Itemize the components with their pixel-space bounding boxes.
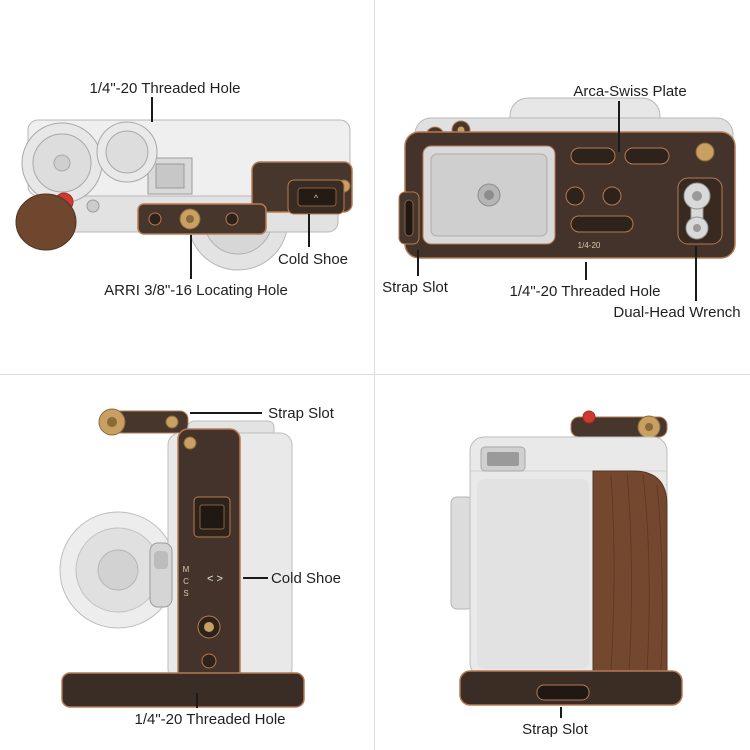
callout-cold-shoe: Cold Shoe [277, 251, 349, 268]
callout-arri-locating-hole: ARRI 3/8"-16 Locating Hole [104, 282, 288, 299]
leader-line [560, 707, 562, 718]
focus-mode-m-marking: M [183, 565, 190, 574]
callout-threaded-hole: 1/4"-20 Threaded Hole [89, 80, 241, 97]
leader-line [243, 577, 268, 579]
side-view-panel: M C S < > Strap Slot Cold Shoe 1/4"-20 T… [0, 375, 375, 750]
callout-strap-slot: Strap Slot [382, 279, 448, 296]
leader-line [196, 693, 198, 708]
top-view-panel: ^ 1/4"-20 Threaded Hole Cold Shoe [0, 0, 375, 375]
leader-line [190, 412, 262, 414]
back-view-panel: Strap Slot [375, 375, 750, 750]
camera-bottom-view-image: 1/4-20 [398, 97, 736, 259]
bottom-view-panel: 1/4-20 Arca-Swiss Plate Strap Slot 1/4"-… [375, 0, 750, 375]
leader-line [417, 250, 419, 276]
callout-threaded-hole: 1/4"-20 Threaded Hole [509, 283, 661, 300]
leader-line [308, 214, 310, 247]
focus-mode-s-marking: S [183, 589, 188, 598]
quadrant-divider-vertical [374, 0, 375, 750]
leader-line [618, 101, 620, 152]
cage-chevron-marking: ^ [314, 193, 319, 203]
leader-line [151, 97, 153, 122]
camera-top-view-image: ^ [15, 119, 353, 271]
camera-back-view-image [450, 410, 683, 706]
quadrant-divider-horizontal [0, 374, 750, 375]
callout-arca-swiss-plate: Arca-Swiss Plate [573, 83, 687, 100]
callout-threaded-hole: 1/4"-20 Threaded Hole [134, 711, 286, 728]
arrow-markings: < > [207, 573, 223, 585]
callout-dual-head-wrench: Dual-Head Wrench [613, 304, 741, 321]
callout-strap-slot: Strap Slot [268, 405, 334, 422]
leader-line [695, 246, 697, 301]
callout-cold-shoe: Cold Shoe [270, 570, 342, 587]
leader-line [190, 235, 192, 279]
quarter-20-engraving: 1/4-20 [578, 241, 601, 250]
leader-line [585, 262, 587, 280]
camera-side-view-image: M C S < > [59, 408, 305, 708]
callout-strap-slot: Strap Slot [522, 721, 588, 738]
focus-mode-c-marking: C [183, 577, 189, 586]
